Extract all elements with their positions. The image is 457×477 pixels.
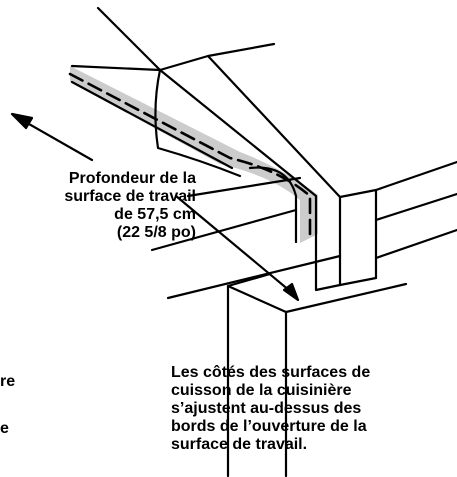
depth-label: Profondeur de la surface de travail de 5… xyxy=(0,170,196,242)
sides-label-line: surface de travail. xyxy=(171,436,308,453)
depth-label-line: Profondeur de la xyxy=(68,170,196,187)
right-surface-line-3 xyxy=(374,228,457,260)
range-bottom-edge xyxy=(338,276,378,287)
right-surface-line-1 xyxy=(374,160,457,192)
counter-top-edge xyxy=(70,64,162,72)
dashed-hidden-edge xyxy=(68,72,312,242)
sides-label-line: s’ajustent au-dessus des xyxy=(171,400,362,417)
sides-label-line: bords de l’ouverture de la xyxy=(171,418,367,435)
counter-base-line xyxy=(166,254,342,300)
opening-curve xyxy=(248,166,298,244)
cabinet-top-edge xyxy=(226,272,272,288)
depth-label-line: de 57,5 cm xyxy=(114,206,196,223)
cabinet-box xyxy=(226,282,408,477)
range-top-far-edge xyxy=(338,188,378,199)
depth-arrowhead xyxy=(10,112,34,130)
leader-arrowhead xyxy=(282,282,300,302)
cropped-text-fragment: re xyxy=(0,373,16,390)
depth-label-line: surface de travail xyxy=(64,188,196,205)
counter-front-edge xyxy=(70,80,234,170)
sides-label-line: cuisson de la cuisinière xyxy=(171,382,352,399)
depth-label-line: (22 5/8 po) xyxy=(116,224,196,241)
depth-arrow-line xyxy=(20,118,94,162)
sides-label-line: Les côtés des surfaces de xyxy=(171,364,371,381)
range-top-curve xyxy=(154,68,242,178)
back-edge-line xyxy=(96,6,162,72)
sides-label: Les côtés des surfaces de cuisson de la … xyxy=(171,364,457,454)
cropped-text-fragment: e xyxy=(0,420,9,437)
right-surface-line-2 xyxy=(374,192,457,222)
depth-leader-line xyxy=(174,194,298,298)
counter-lower-front-line xyxy=(150,208,298,252)
shaded-edge-strip xyxy=(70,66,318,243)
counter-upper-line xyxy=(186,176,302,198)
range-top-right-edge xyxy=(206,42,276,58)
